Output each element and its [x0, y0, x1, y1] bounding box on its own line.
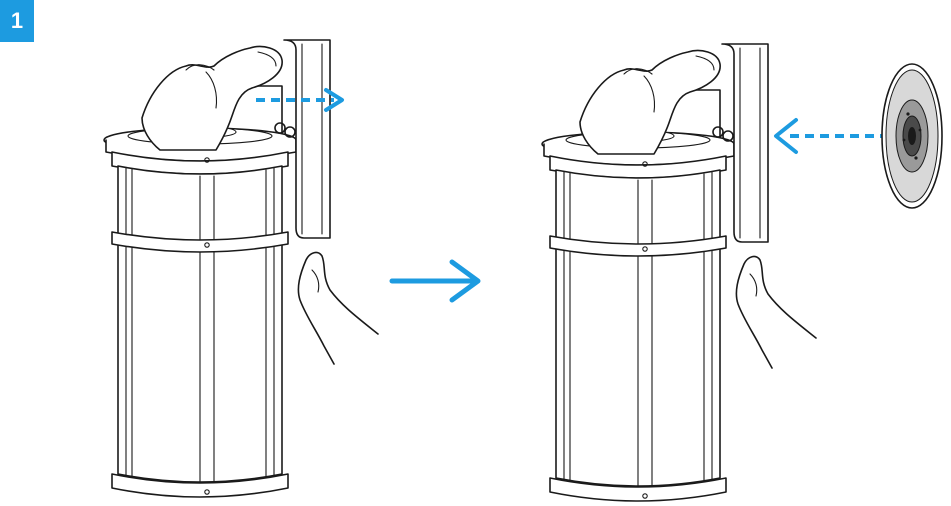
step-number-badge: 1 — [0, 0, 34, 42]
round-device-icon — [881, 63, 943, 209]
hand-bottom-right — [735, 255, 817, 369]
hand-bottom-left — [297, 251, 379, 365]
step-number: 1 — [10, 8, 24, 33]
dashed-arrow-right-icon — [256, 88, 344, 112]
dashed-arrow-left-icon — [774, 118, 890, 154]
arrow-right-icon — [389, 259, 481, 303]
